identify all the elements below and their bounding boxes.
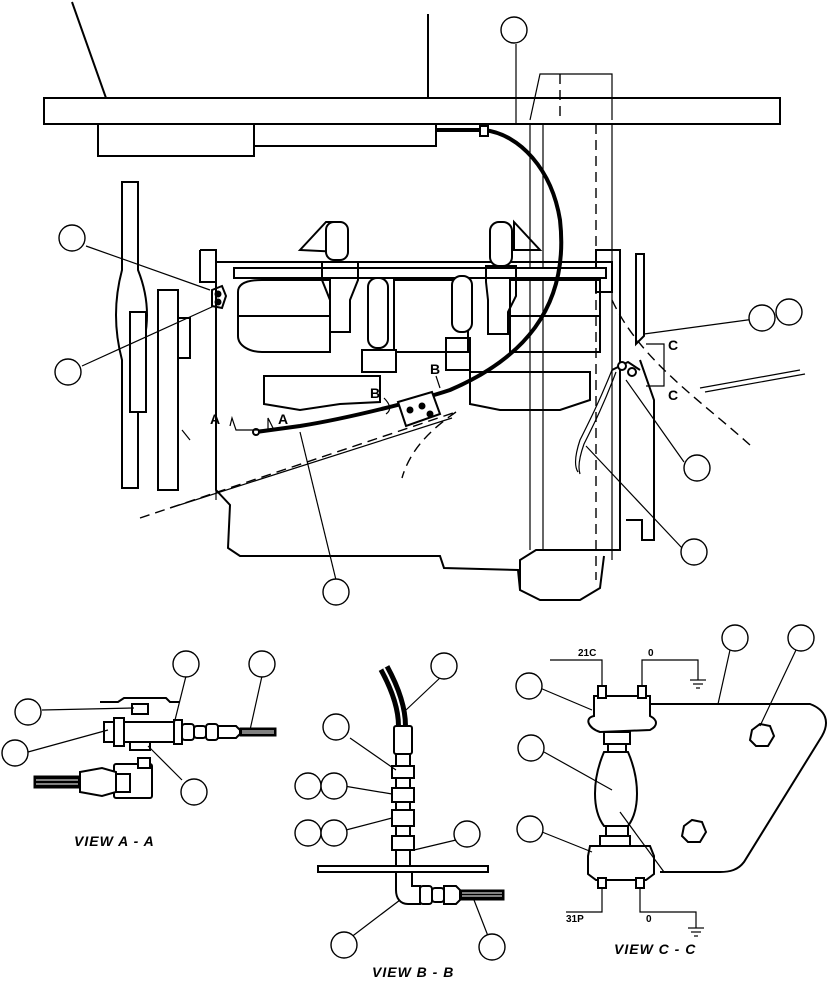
callout-balloon xyxy=(294,772,322,800)
section-label-c-bottom: C xyxy=(668,387,678,403)
callout-balloon xyxy=(294,819,322,847)
section-label-a-left: A xyxy=(210,411,220,427)
callout-balloon xyxy=(516,815,544,843)
wire-label-0-bottom: 0 xyxy=(646,914,652,925)
section-marker-b: B B xyxy=(370,361,441,415)
section-label-c-top: C xyxy=(668,337,678,353)
callout-balloon xyxy=(58,224,86,252)
callout-balloon xyxy=(172,650,200,678)
intake-manifold-left xyxy=(297,221,397,373)
view-title-b: VIEW B - B xyxy=(372,964,454,980)
oil-pressure-tube xyxy=(252,125,564,436)
callout-balloons-main xyxy=(54,16,803,606)
callout-balloon xyxy=(248,650,276,678)
section-marker-c: C C xyxy=(668,337,678,403)
callout-balloon xyxy=(180,778,208,806)
radiator-fan xyxy=(115,181,191,491)
callout-balloon xyxy=(478,933,506,961)
wire-label-31p: 31P xyxy=(566,914,584,925)
callout-leaders-main xyxy=(81,44,763,581)
section-marker-a: A A xyxy=(210,411,288,431)
section-label-a-right: A xyxy=(278,411,288,427)
view-b-b: VIEW B - B xyxy=(294,652,506,980)
callout-balloon xyxy=(54,358,82,386)
view-c-c: 21C 0 31P 0 VIEW C - C xyxy=(515,624,827,957)
callout-balloon xyxy=(680,538,708,566)
callout-balloon xyxy=(515,672,543,700)
callout-balloon xyxy=(787,624,815,652)
callout-balloon xyxy=(320,819,348,847)
main-view: A A B B C C xyxy=(43,1,806,606)
section-label-b-left: B xyxy=(370,385,380,401)
callout-balloon xyxy=(320,772,348,800)
intake-manifold-right xyxy=(445,219,543,371)
callout-balloon xyxy=(775,298,803,326)
callout-balloon xyxy=(322,713,350,741)
callout-balloon xyxy=(14,698,42,726)
cab-floor xyxy=(139,299,806,519)
view-title-c: VIEW C - C xyxy=(614,941,696,957)
view-a-a: VIEW A - A xyxy=(1,650,277,849)
wire-label-0-top: 0 xyxy=(648,648,654,659)
view-title-a: VIEW A - A xyxy=(74,833,155,849)
fan-hub-bolts xyxy=(211,284,228,310)
wire-label-21c: 21C xyxy=(578,648,596,659)
callout-balloon xyxy=(1,739,29,767)
sender-bracket xyxy=(574,253,665,541)
callout-balloon xyxy=(721,624,749,652)
engine-block xyxy=(181,249,621,601)
callout-balloon xyxy=(430,652,458,680)
callout-balloon xyxy=(748,304,776,332)
callout-balloon xyxy=(683,454,711,482)
callout-balloon xyxy=(322,578,350,606)
vehicle-frame xyxy=(43,1,781,157)
callout-balloon xyxy=(500,16,528,44)
section-label-b-right: B xyxy=(430,361,440,377)
callout-balloon xyxy=(453,820,481,848)
callout-balloon xyxy=(330,931,358,959)
callout-balloon xyxy=(517,734,545,762)
